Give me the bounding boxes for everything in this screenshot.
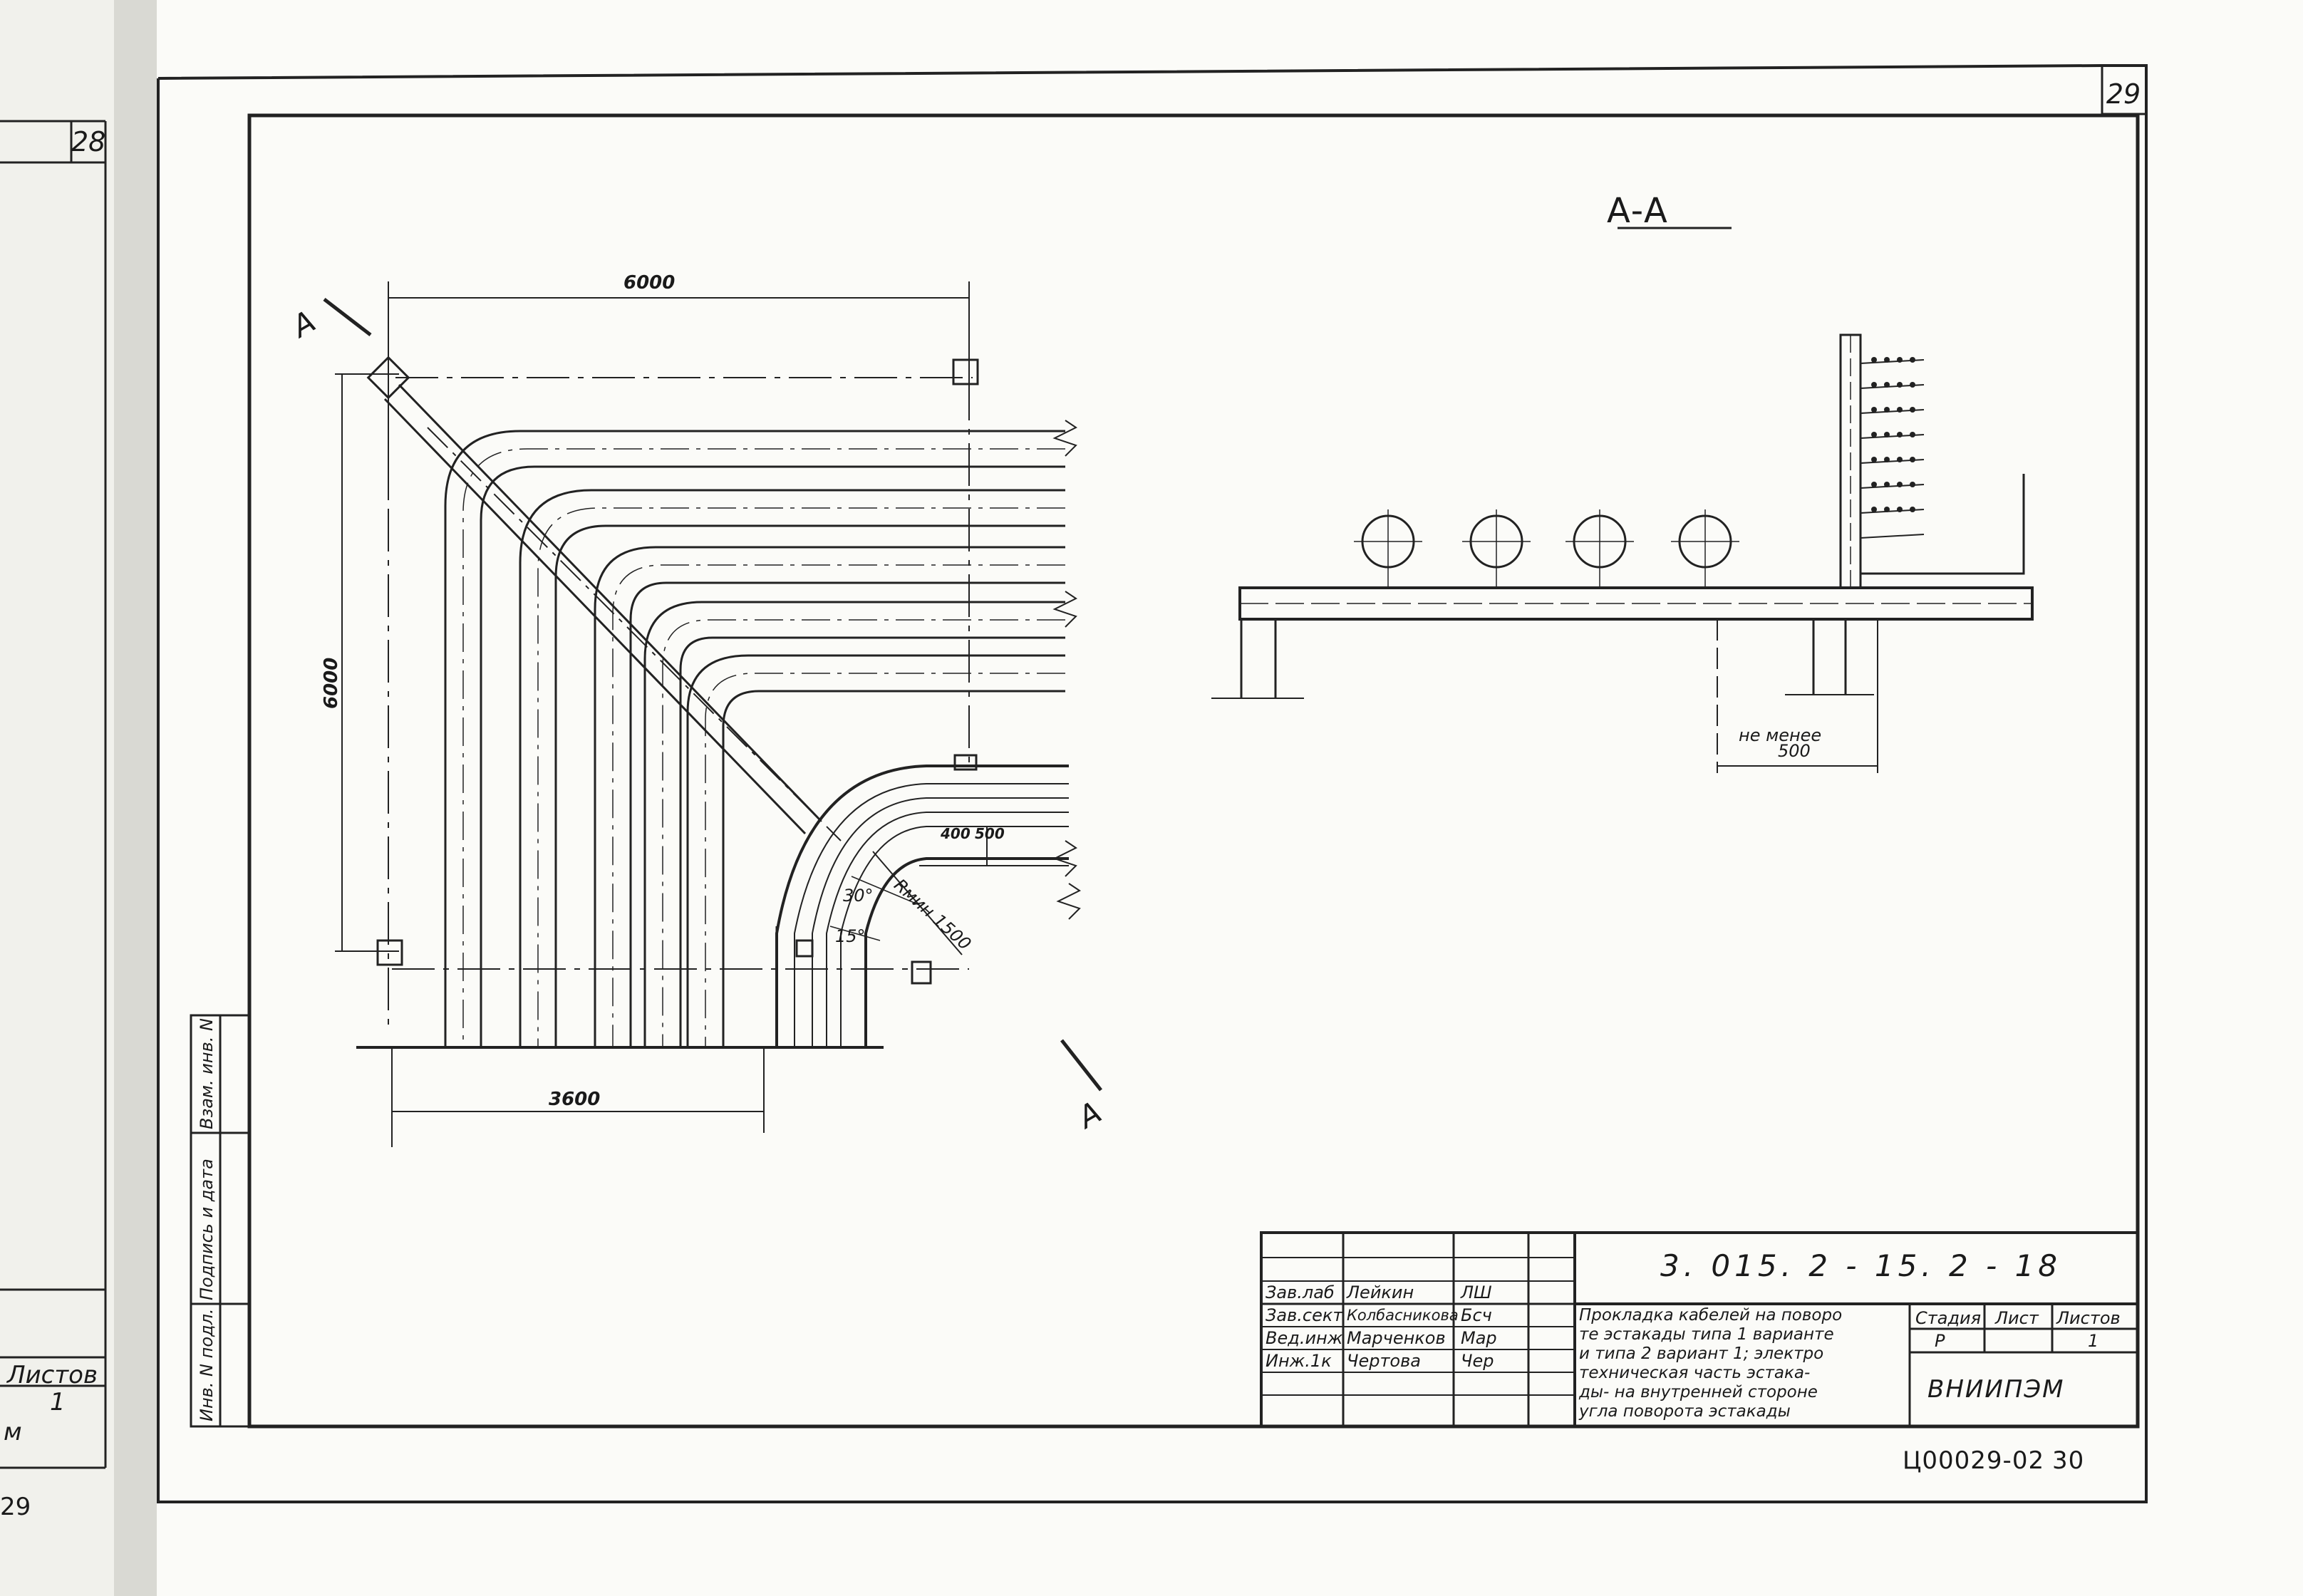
binding-shadow xyxy=(107,0,157,1596)
side-stamp-signature: Подпись и дата xyxy=(197,1159,217,1300)
organization: ВНИИПЭМ xyxy=(1927,1375,2065,1404)
description-4: техническая часть эстака- xyxy=(1579,1364,1811,1382)
staff-sign-1: ЛШ xyxy=(1461,1282,1492,1302)
staff-name-4: Чертова xyxy=(1347,1351,1421,1371)
dim-left: 6000 xyxy=(321,657,342,709)
side-stamp xyxy=(190,1014,251,1428)
dim-400: 400 xyxy=(941,825,971,842)
dim-500: 500 xyxy=(975,825,1005,842)
previous-sheet-listov: Листов xyxy=(7,1361,98,1389)
sheet-number: 29 xyxy=(2106,78,2141,110)
dim-top: 6000 xyxy=(623,272,676,294)
description-1: Прокладка кабелей на поворо xyxy=(1579,1306,1843,1325)
description-2: те эстакады типа 1 варианте xyxy=(1579,1325,1834,1344)
description-6: угла поворота эстакады xyxy=(1579,1402,1791,1421)
clearance-label: не менее xyxy=(1739,725,1822,745)
previous-sheet-frame xyxy=(0,120,107,1469)
sheets-value: 1 xyxy=(2088,1331,2099,1351)
section-a-a xyxy=(1211,227,2034,773)
sheets-header: Листов xyxy=(2056,1308,2121,1328)
staff-sign-3: Мар xyxy=(1461,1328,1497,1348)
previous-sheet-count: 1 xyxy=(50,1388,66,1416)
sheet-frame xyxy=(157,64,2148,1503)
section-title: A-A xyxy=(1607,191,1669,231)
staff-role-4: Инж.1к xyxy=(1266,1351,1332,1371)
page-number: 30 xyxy=(2052,1446,2085,1475)
staff-name-1: Лейкин xyxy=(1347,1282,1414,1302)
side-stamp-replacement: Взам. инв. N xyxy=(197,1018,217,1129)
angle-15: 15° xyxy=(835,926,866,946)
sheet-header: Лист xyxy=(1995,1308,2039,1328)
staff-role-1: Зав.лаб xyxy=(1266,1282,1335,1302)
stage-header: Стадия xyxy=(1915,1308,1982,1328)
side-stamp-inv: Инв. N подл. xyxy=(197,1308,217,1421)
plan-view xyxy=(323,281,1102,1147)
staff-name-2: Колбасникова xyxy=(1347,1307,1459,1324)
description-5: ды- на внутренней стороне xyxy=(1579,1383,1818,1401)
previous-sheet-fragment: м xyxy=(4,1418,22,1446)
stage-value: Р xyxy=(1935,1331,1945,1351)
staff-role-2: Зав.сект xyxy=(1266,1305,1343,1325)
document-code: 3. 015. 2 - 15. 2 - 18 xyxy=(1660,1248,2062,1283)
previous-sheet-edge xyxy=(0,0,114,1596)
staff-sign-4: Чер xyxy=(1461,1351,1494,1371)
previous-sheet-number: 28 xyxy=(71,126,106,157)
staff-sign-2: Бсч xyxy=(1461,1305,1492,1325)
clearance-value: 500 xyxy=(1778,741,1811,761)
dim-bottom: 3600 xyxy=(549,1089,601,1110)
title-block-grid xyxy=(1260,1231,2139,1428)
archive-code: Ц00029-02 xyxy=(1903,1446,2045,1475)
cables xyxy=(1871,357,1915,512)
staff-name-3: Марченков xyxy=(1347,1328,1446,1348)
staff-role-3: Вед.инж xyxy=(1266,1328,1343,1348)
previous-sheet-page: 29 xyxy=(0,1493,31,1521)
description-3: и типа 2 вариант 1; электро xyxy=(1579,1344,1824,1363)
angle-30: 30° xyxy=(843,886,874,906)
